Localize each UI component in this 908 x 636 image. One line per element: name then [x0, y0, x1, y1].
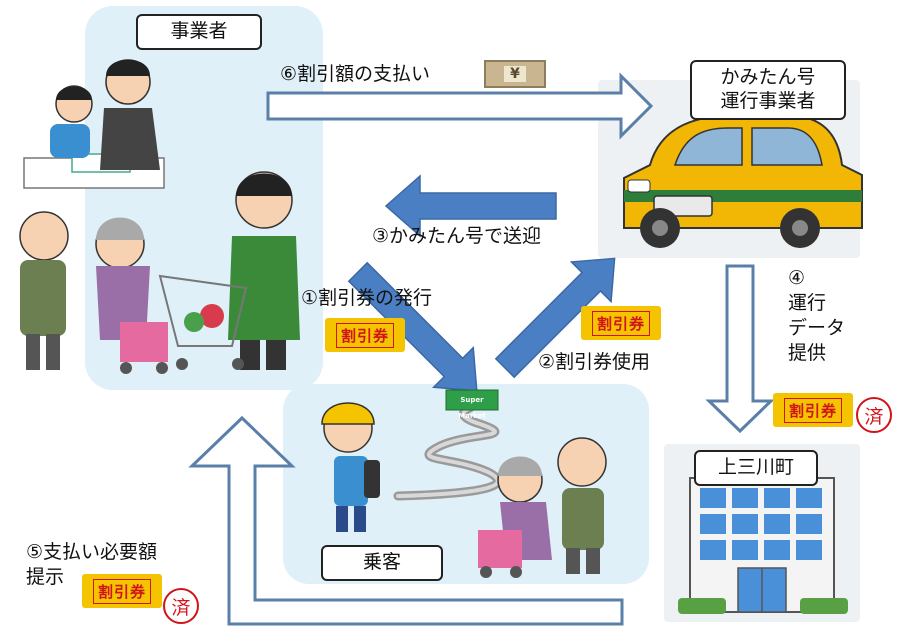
done-stamp-data: 済	[856, 397, 892, 433]
step4-arrow	[705, 264, 775, 434]
step5-label: ⑤支払い必要額 提示	[26, 541, 158, 589]
step3-arrow	[384, 174, 557, 238]
operator-people-illustration	[19, 59, 300, 374]
step5-arrow	[188, 415, 624, 626]
step1-arrow	[347, 261, 478, 392]
supermarket-sign: Super Market	[458, 396, 486, 420]
yen-symbol: ¥	[504, 66, 526, 82]
taxi-operator-label: かみたん号 運行事業者	[690, 60, 846, 120]
coupon-text: 割引券	[783, 397, 842, 423]
step6-label: ⑥割引額の支払い	[280, 63, 431, 85]
step2-arrow	[494, 257, 616, 379]
passenger-people-illustration	[321, 402, 607, 578]
step3-label: ③かみたん号で送迎	[372, 225, 542, 247]
step2-label: ②割引券使用	[538, 351, 651, 373]
townhall-illustration	[678, 477, 848, 614]
step6-arrow	[266, 72, 654, 140]
yen-bill-icon: ¥	[484, 60, 546, 88]
coupon-data: 割引券	[773, 393, 853, 427]
operator-label: 事業者	[136, 14, 262, 50]
coupon-used: 割引券	[581, 306, 661, 340]
step1-label: ①割引券の発行	[301, 287, 433, 309]
townhall-label: 上三川町	[694, 450, 818, 486]
done-stamp-payment: 済	[163, 588, 199, 624]
road-illustration	[393, 389, 503, 501]
coupon-payment: 割引券	[82, 574, 162, 608]
coupon-text: 割引券	[92, 578, 151, 604]
taxi-illustration	[623, 103, 863, 248]
coupon-issued: 割引券	[325, 318, 405, 352]
passenger-label: 乗客	[321, 545, 443, 581]
coupon-text: 割引券	[335, 322, 394, 348]
step4-label: ④ 運行 データ 提供	[788, 267, 846, 365]
coupon-text: 割引券	[591, 310, 650, 336]
